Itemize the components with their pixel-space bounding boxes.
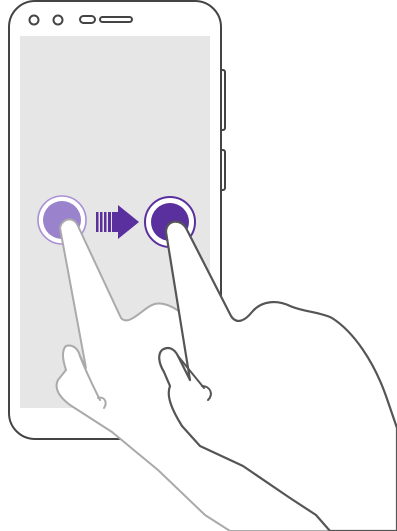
gesture-illustration [0, 0, 397, 531]
